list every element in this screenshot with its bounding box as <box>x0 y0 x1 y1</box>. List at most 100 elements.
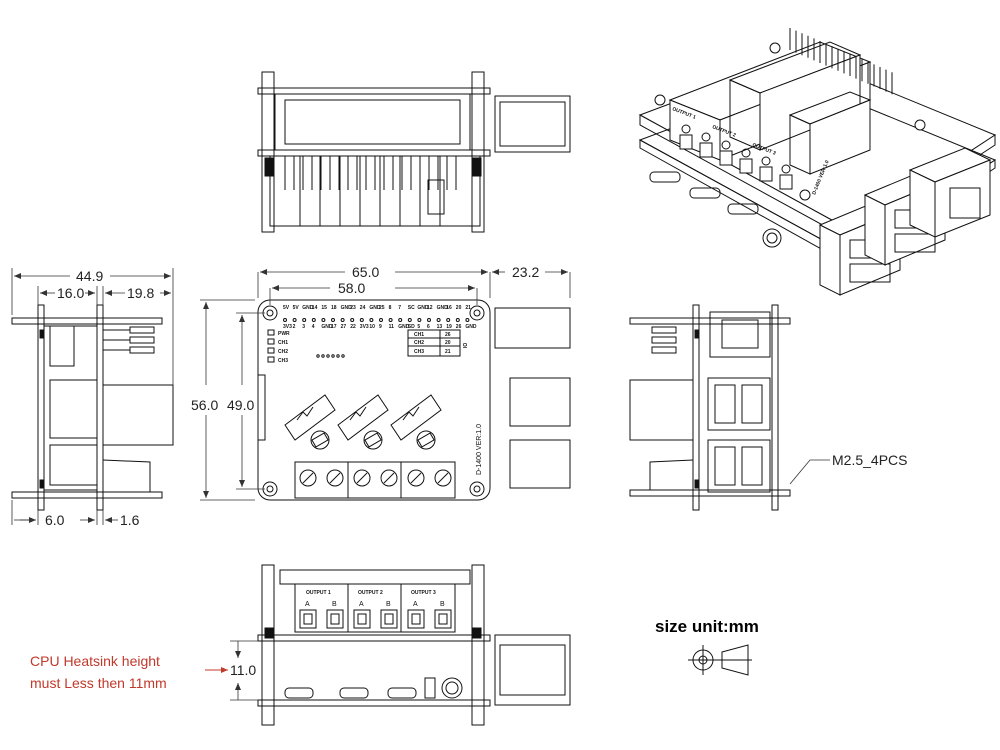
dim-side-left: 16.0 <box>57 285 84 301</box>
pin-label-bottom: 5 <box>417 324 420 330</box>
channel-row-1-pin: 26 <box>445 332 451 338</box>
gpio-hole <box>369 318 374 322</box>
gpio-hole <box>321 318 326 322</box>
bottom-terminal <box>353 609 371 629</box>
pin-label-top: 12 <box>427 305 433 311</box>
pin-label-bottom: 3 <box>302 324 305 330</box>
gpio-hole <box>427 318 431 322</box>
dim-heatsink-clearance: 11.0 <box>230 662 256 678</box>
screw-leader-line <box>789 459 830 485</box>
terminal-ab-label: B <box>386 601 391 608</box>
iso-terminal <box>699 142 713 158</box>
gpio-hole <box>283 318 287 322</box>
relay <box>284 394 336 441</box>
gpio-hole <box>379 318 383 322</box>
terminal-screw-icon <box>407 469 425 487</box>
units-note: size unit:mm <box>655 617 759 636</box>
iso-screw-icon <box>701 132 711 142</box>
pin-label-bottom: 6 <box>427 324 430 330</box>
bottom-terminal <box>299 609 317 629</box>
front-elevation-view <box>257 71 571 233</box>
led-label: CH3 <box>278 358 288 364</box>
pin-label-bottom: 9 <box>379 324 382 330</box>
pin-label-top: GND <box>341 305 353 311</box>
dim-side-right: 19.8 <box>127 285 154 301</box>
pin-label-bottom: 27 <box>341 324 347 330</box>
gpio-hole <box>359 318 364 322</box>
pin-label-top: 18 <box>331 305 337 311</box>
gpio-hole <box>302 318 307 322</box>
led-label: CH1 <box>278 340 288 346</box>
iso-terminal <box>719 150 733 166</box>
terminal-screw-icon <box>380 469 398 487</box>
terminal-ab-label: A <box>305 601 310 608</box>
pin-label-bottom: GND <box>465 324 477 330</box>
dim-top-height: 56.0 <box>191 397 218 413</box>
pin-label-bottom: 13 <box>437 324 443 330</box>
bottom-output-1-label: OUTPUT 1 <box>306 590 331 596</box>
relay <box>390 394 442 441</box>
pin-label-bottom: 11 <box>389 324 395 330</box>
gpio-hole <box>417 318 422 322</box>
heatsink-note-line-2: must Less then 11mm <box>30 675 167 691</box>
iso-terminal <box>739 158 753 174</box>
terminal-ab-label: A <box>413 601 418 608</box>
gpio-hole <box>388 318 393 322</box>
gpio-hole <box>436 318 441 322</box>
channel-row-2-ch: CH2 <box>414 340 424 346</box>
iso-terminal <box>779 174 793 190</box>
pin-label-bottom: 19 <box>446 324 452 330</box>
pin-label-top: 15 <box>321 305 327 311</box>
iso-screw-icon <box>741 148 751 158</box>
pin-label-bottom: 4 <box>312 324 315 330</box>
relay-coil <box>416 430 436 450</box>
screw-note: M2.5_4PCS <box>832 452 907 468</box>
dim-top-width: 65.0 <box>352 264 379 280</box>
dim-side-bottom-left: 6.0 <box>45 512 65 528</box>
led-label: PWR <box>278 331 290 337</box>
pin-label-top: 14 <box>312 305 318 311</box>
pin-label-top: 5V <box>283 305 290 311</box>
pin-label-bottom: 22 <box>350 324 356 330</box>
pin-label-bottom: 3V3 <box>283 324 292 330</box>
board-model-label: D-1400 VER:1.0 <box>476 424 483 475</box>
terminal-ab-label: B <box>440 601 445 608</box>
terminal-screw-icon <box>326 469 344 487</box>
dim-side-total: 44.9 <box>76 268 103 284</box>
gpio-hole <box>331 318 335 322</box>
terminal-screw-icon <box>299 469 317 487</box>
gpio-hole <box>398 318 403 322</box>
pin-label-top: 5V <box>293 305 300 311</box>
channel-row-2-pin: 20 <box>445 340 451 346</box>
gpio-hole <box>311 318 316 322</box>
right-side-view <box>629 304 791 511</box>
gpio-hole <box>446 318 451 322</box>
status-led <box>267 347 275 354</box>
bottom-output-2-label: OUTPUT 2 <box>358 590 383 596</box>
bottom-elevation-view <box>257 564 571 726</box>
pin-label-top: GND <box>302 305 314 311</box>
status-led <box>267 356 275 363</box>
pin-label-bottom: 17 <box>331 324 337 330</box>
led-label: CH2 <box>278 349 288 355</box>
pin-label-top: 24 <box>360 305 366 311</box>
gpio-hole <box>455 318 460 322</box>
projection-symbol-icon <box>688 644 752 676</box>
iso-screw-icon <box>721 140 731 150</box>
pin-label-top: 16 <box>446 305 452 311</box>
bottom-output-3-label: OUTPUT 3 <box>411 590 436 596</box>
iso-terminal <box>759 166 773 182</box>
pin-label-top: 7 <box>398 305 401 311</box>
terminal-ab-label: B <box>332 601 337 608</box>
channel-row-3-pin: 21 <box>445 349 451 355</box>
bottom-terminal <box>434 609 452 629</box>
dim-side-bottom-right: 1.6 <box>120 512 140 528</box>
iso-screw-icon <box>781 164 791 174</box>
channel-row-3-ch: CH3 <box>414 349 424 355</box>
relay-coil <box>363 430 383 450</box>
pin-label-top: GND <box>437 305 449 311</box>
top-view-board <box>257 299 571 501</box>
